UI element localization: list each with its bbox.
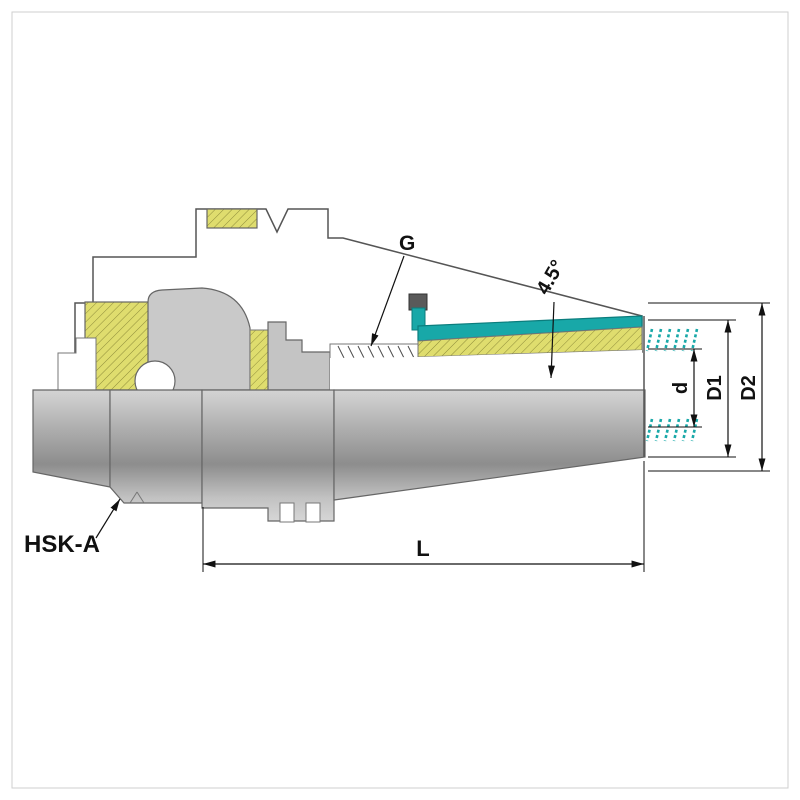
- collet-coil-upper: [645, 328, 699, 352]
- label-g: G: [399, 232, 415, 255]
- dimension-d2: D2: [648, 302, 770, 472]
- collar-groove-1: [279, 502, 295, 523]
- dimension-d1: D1: [648, 319, 736, 458]
- dimension-d: d: [648, 348, 702, 428]
- clamp-body: [147, 287, 251, 391]
- nose-cone: [333, 389, 646, 501]
- page-border: [11, 11, 789, 789]
- label-d1: D1: [704, 375, 726, 401]
- callout-hsk-a: HSK-A: [24, 498, 121, 558]
- clamping-bore: [330, 350, 642, 390]
- label-hsk-a: HSK-A: [24, 531, 100, 558]
- callout-g: G: [370, 232, 415, 347]
- dimension-l: L: [202, 461, 645, 572]
- body-collar: [201, 389, 335, 522]
- flange: [109, 389, 203, 504]
- drive-slot: [206, 208, 258, 229]
- shank-bore: [57, 337, 97, 391]
- collet-steps: [267, 321, 331, 391]
- hsk-shank: [32, 389, 111, 488]
- label-l: L: [416, 536, 429, 561]
- collar-groove-2: [305, 502, 321, 523]
- label-d2: D2: [738, 375, 760, 401]
- label-angle: 4.5°: [532, 256, 569, 298]
- collet-coil-lower: [645, 418, 699, 442]
- label-d: d: [670, 382, 692, 394]
- gripper-groove: [129, 491, 145, 504]
- clamp-section-mid: [249, 329, 269, 391]
